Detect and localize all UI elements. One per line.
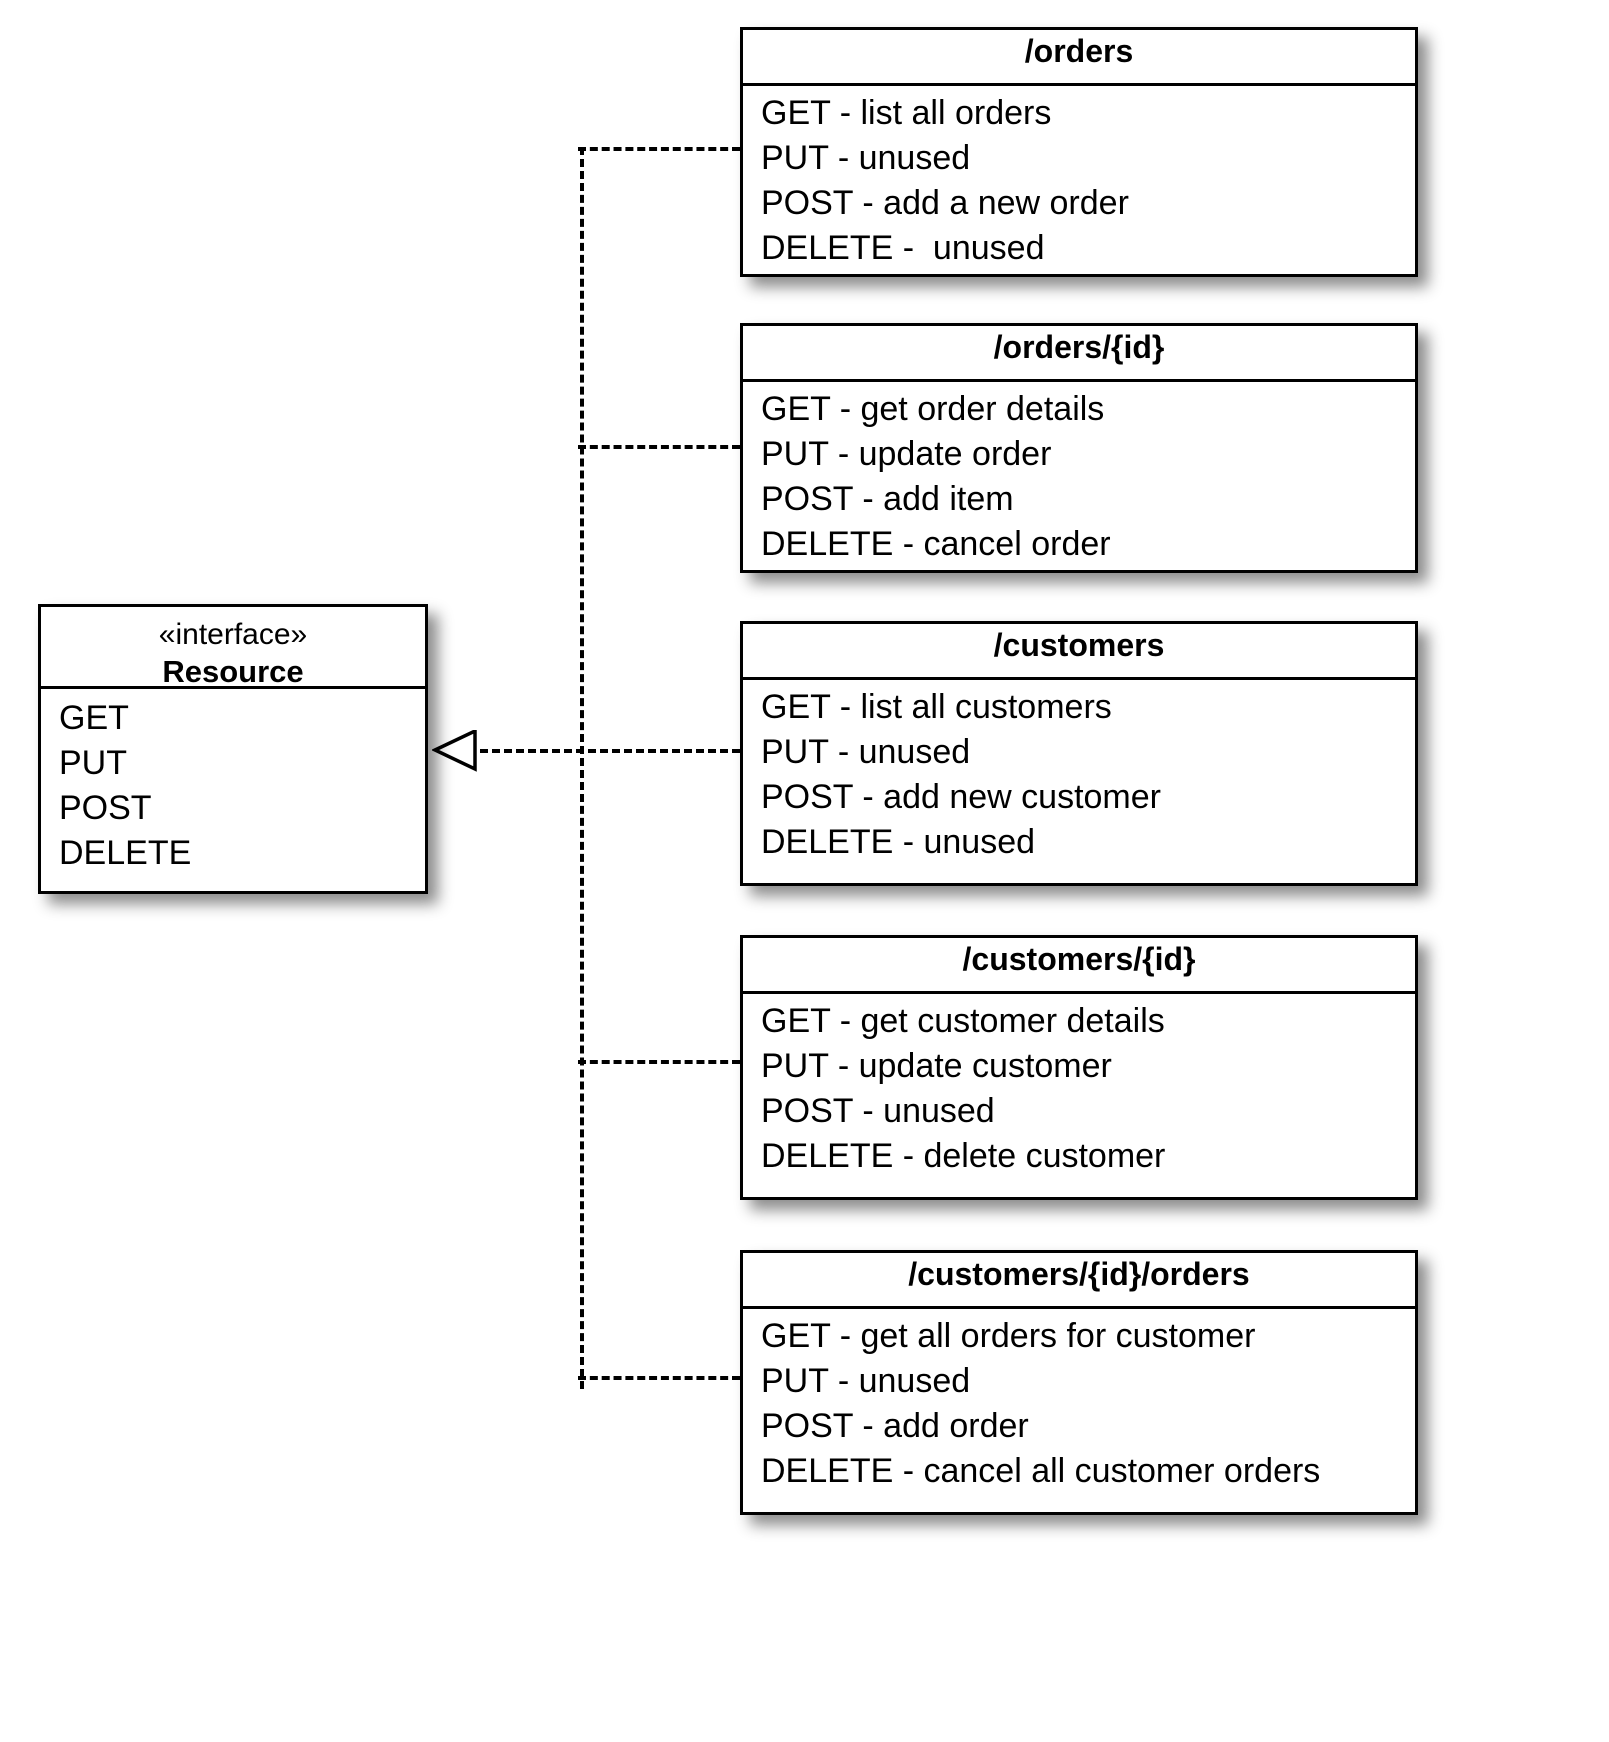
resource-operations-customers-id-orders: GET - get all orders for customer PUT - … [743, 1309, 1415, 1494]
resource-operation-delete: DELETE - unused [761, 823, 1036, 861]
resource-operation-post: POST - add item [761, 480, 1014, 518]
realization-branch-orders [578, 147, 740, 151]
resource-operations-customers: GET - list all customers PUT - unused PO… [743, 680, 1415, 865]
resource-box-orders[interactable]: /orders GET - list all orders PUT - unus… [740, 27, 1418, 277]
realization-trunk-line [580, 147, 584, 1389]
resource-box-customers-id-orders[interactable]: /customers/{id}/orders GET - get all ord… [740, 1250, 1418, 1515]
resource-operation-get: GET - get customer details [761, 1002, 1165, 1040]
resource-box-customers-id[interactable]: /customers/{id} GET - get customer detai… [740, 935, 1418, 1200]
resource-operation-put: PUT - unused [761, 1362, 971, 1400]
resource-operation-get: GET - list all orders [761, 94, 1052, 132]
interface-operation-put: PUT [59, 744, 127, 782]
interface-operation-get: GET [59, 699, 129, 737]
realization-branch-customers-id-orders [578, 1376, 740, 1380]
resource-operation-delete: DELETE - cancel order [761, 525, 1111, 563]
realization-branch-customers-id [578, 1060, 740, 1064]
resource-title-customers: /customers [743, 624, 1415, 680]
realization-arrowhead-icon [432, 730, 478, 776]
resource-operations-orders-id: GET - get order details PUT - update ord… [743, 382, 1415, 567]
resource-operation-put: PUT - unused [761, 139, 971, 177]
resource-operation-post: POST - add a new order [761, 184, 1129, 222]
interface-operation-post: POST [59, 789, 152, 827]
interface-operations: GET PUT POST DELETE [41, 689, 425, 876]
resource-operation-post: POST - unused [761, 1092, 995, 1130]
interface-header: «interface» Resource [41, 607, 425, 689]
realization-branch-customers [468, 749, 740, 753]
resource-box-customers[interactable]: /customers GET - list all customers PUT … [740, 621, 1418, 886]
resource-title-customers-id-orders: /customers/{id}/orders [743, 1253, 1415, 1309]
resource-box-orders-id[interactable]: /orders/{id} GET - get order details PUT… [740, 323, 1418, 573]
resource-operations-customers-id: GET - get customer details PUT - update … [743, 994, 1415, 1179]
resource-title-orders: /orders [743, 30, 1415, 86]
realization-branch-orders-id [578, 445, 740, 449]
resource-operation-put: PUT - update customer [761, 1047, 1112, 1085]
resource-operation-delete: DELETE - cancel all customer orders [761, 1452, 1321, 1490]
resource-operation-post: POST - add new customer [761, 778, 1161, 816]
resource-operation-put: PUT - unused [761, 733, 971, 771]
resource-operation-delete: DELETE - unused [761, 229, 1045, 267]
resource-title-customers-id: /customers/{id} [743, 938, 1415, 994]
resource-operations-orders: GET - list all orders PUT - unused POST … [743, 86, 1415, 271]
interface-operation-delete: DELETE [59, 834, 192, 872]
resource-operation-get: GET - get all orders for customer [761, 1317, 1256, 1355]
interface-stereotype: «interface» [158, 618, 308, 651]
resource-operation-post: POST - add order [761, 1407, 1029, 1445]
interface-name: Resource [162, 654, 304, 690]
resource-operation-get: GET - list all customers [761, 688, 1112, 726]
resource-operation-put: PUT - update order [761, 435, 1052, 473]
interface-resource-box[interactable]: «interface» Resource GET PUT POST DELETE [38, 604, 428, 894]
resource-operation-get: GET - get order details [761, 390, 1105, 428]
resource-title-orders-id: /orders/{id} [743, 326, 1415, 382]
resource-operation-delete: DELETE - delete customer [761, 1137, 1166, 1175]
